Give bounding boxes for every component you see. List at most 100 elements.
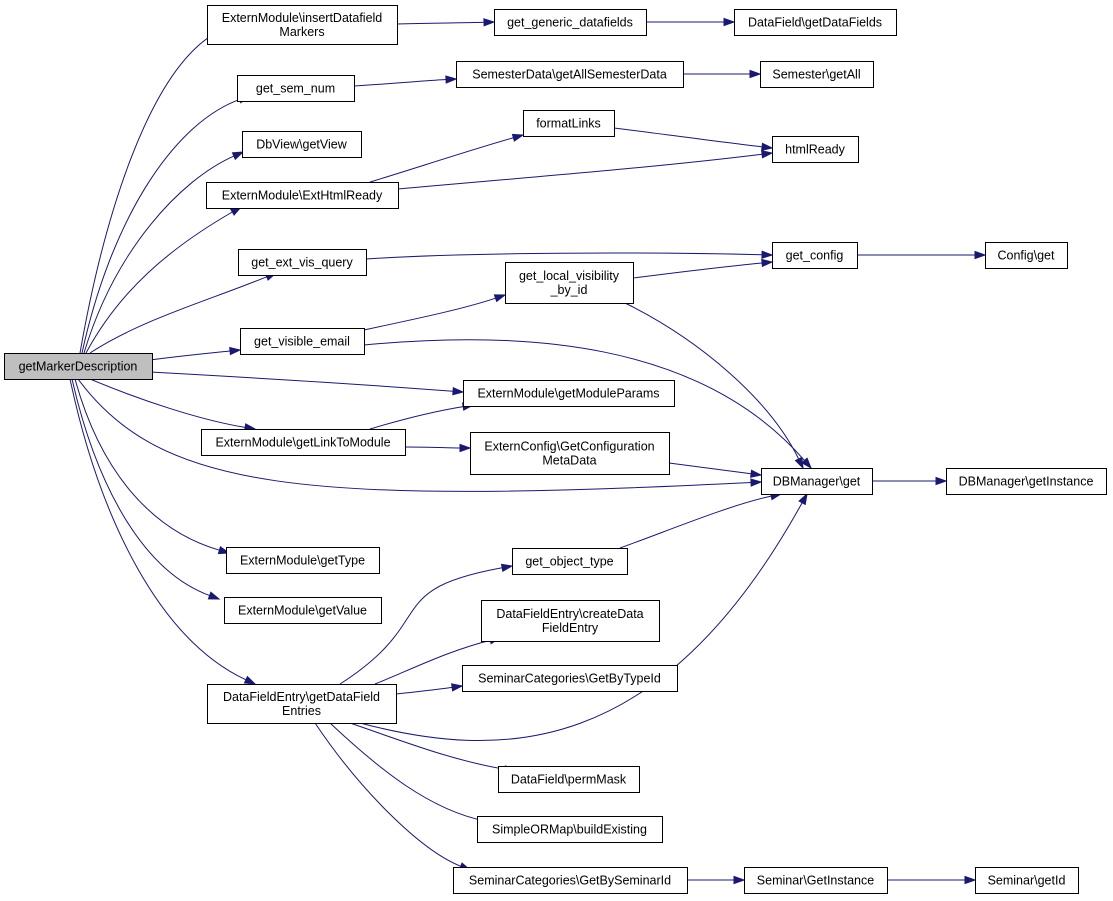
node-box[interactable] bbox=[734, 9, 897, 36]
node-label: SimpleORMap\buildExisting bbox=[492, 823, 647, 837]
arrowhead bbox=[798, 492, 808, 506]
node-n_getconfig[interactable]: get_config bbox=[772, 242, 858, 269]
node-n_visemail[interactable]: get_visible_email bbox=[240, 328, 365, 355]
node-label: get_object_type bbox=[525, 555, 613, 569]
node-box[interactable] bbox=[477, 816, 663, 843]
node-label: DataFieldEntry\getDataField bbox=[223, 690, 380, 704]
node-n_dbview[interactable]: DbView\getView bbox=[242, 131, 362, 158]
node-box[interactable] bbox=[744, 867, 888, 894]
node-n_permmask[interactable]: DataField\permMask bbox=[498, 766, 640, 793]
node-n_htmlready[interactable]: htmlReady bbox=[772, 136, 859, 163]
node-n_gettype[interactable]: ExternModule\getType bbox=[226, 547, 380, 574]
node-n_semcatbytype[interactable]: SeminarCategories\GetByTypeId bbox=[462, 665, 678, 692]
node-label: DataField\permMask bbox=[511, 773, 627, 787]
edge-line bbox=[71, 378, 210, 597]
node-n_semdata[interactable]: SemesterData\getAllSemesterData bbox=[456, 61, 684, 88]
node-root[interactable]: getMarkerDescription bbox=[4, 353, 153, 380]
node-box[interactable] bbox=[453, 867, 688, 894]
node-n_linkmod[interactable]: ExternModule\getLinkToModule bbox=[201, 429, 406, 456]
arrowhead bbox=[761, 150, 774, 159]
edge-n_semdata-to-n_semgetall bbox=[683, 69, 762, 79]
node-n_semcatbysem[interactable]: SeminarCategories\GetBySeminarId bbox=[453, 867, 688, 894]
edge-line bbox=[83, 155, 235, 354]
node-box[interactable] bbox=[470, 432, 670, 475]
edge-n_semcatbysem-to-n_seminst bbox=[687, 875, 746, 885]
node-n_semgetall[interactable]: Semester\getAll bbox=[760, 61, 874, 88]
node-box[interactable] bbox=[494, 9, 647, 36]
node-box[interactable] bbox=[237, 75, 355, 102]
node-n_dbget[interactable]: DBManager\get bbox=[761, 468, 873, 495]
node-box[interactable] bbox=[761, 468, 873, 495]
edge-line bbox=[624, 302, 800, 460]
node-label: MetaData bbox=[542, 454, 596, 468]
edge-root-to-n_dbget bbox=[77, 378, 763, 492]
node-n_formatlinks[interactable]: formatLinks bbox=[523, 110, 615, 137]
edge-n_getconfig-to-n_configget bbox=[857, 250, 987, 260]
node-box[interactable] bbox=[238, 249, 367, 276]
node-n_configget[interactable]: Config\get bbox=[985, 242, 1068, 269]
edge-line bbox=[404, 446, 461, 449]
edge-line bbox=[349, 722, 506, 770]
edge-line bbox=[314, 722, 461, 867]
edge-root-to-n_gettype bbox=[74, 378, 231, 555]
edge-line bbox=[396, 21, 485, 25]
node-box[interactable] bbox=[523, 110, 615, 137]
node-box[interactable] bbox=[226, 547, 380, 574]
node-box[interactable] bbox=[463, 380, 675, 407]
edge-root-to-n_semnum bbox=[81, 95, 251, 354]
call-graph-nodes: getMarkerDescription ExternModule\insertD… bbox=[4, 5, 1107, 894]
arrowhead bbox=[243, 675, 257, 685]
node-box[interactable] bbox=[240, 328, 365, 355]
node-n_extvis[interactable]: get_ext_vis_query bbox=[238, 249, 367, 276]
node-n_semnum[interactable]: get_sem_num bbox=[237, 75, 355, 102]
node-box[interactable] bbox=[975, 867, 1079, 894]
node-box[interactable] bbox=[505, 262, 634, 304]
edge-line bbox=[363, 339, 805, 461]
edge-root-to-n_dfentries bbox=[69, 378, 257, 685]
node-box[interactable] bbox=[206, 182, 399, 209]
node-box[interactable] bbox=[242, 131, 362, 158]
edge-n_extconfig-to-n_dbget bbox=[668, 462, 763, 478]
node-n_semgetid[interactable]: Seminar\getId bbox=[975, 867, 1079, 894]
node-n_buildexist[interactable]: SimpleORMap\buildExisting bbox=[477, 816, 663, 843]
node-box[interactable] bbox=[224, 597, 382, 624]
node-n_seminst[interactable]: Seminar\GetInstance bbox=[744, 867, 888, 894]
node-box[interactable] bbox=[456, 61, 684, 88]
node-n_dbinst[interactable]: DBManager\getInstance bbox=[946, 468, 1107, 495]
edge-n_insert-to-n_generic bbox=[396, 18, 496, 27]
node-box[interactable] bbox=[772, 242, 858, 269]
node-n_dfgetdf[interactable]: DataField\getDataFields bbox=[734, 9, 897, 36]
node-box[interactable] bbox=[498, 766, 640, 793]
node-n_modparams[interactable]: ExternModule\getModuleParams bbox=[463, 380, 675, 407]
node-box[interactable] bbox=[207, 5, 398, 45]
edge-n_formatlinks-to-n_htmlready bbox=[613, 127, 774, 151]
node-n_getvalue[interactable]: ExternModule\getValue bbox=[224, 597, 382, 624]
node-box[interactable] bbox=[772, 136, 859, 163]
node-box[interactable] bbox=[462, 665, 678, 692]
node-box[interactable] bbox=[207, 684, 397, 724]
arrowhead bbox=[761, 250, 774, 259]
arrowhead bbox=[483, 18, 496, 27]
arrowhead bbox=[500, 563, 514, 573]
node-box[interactable] bbox=[760, 61, 874, 88]
node-label: Config\get bbox=[998, 249, 1056, 263]
node-n_objtype[interactable]: get_object_type bbox=[512, 548, 628, 575]
node-box[interactable] bbox=[4, 353, 153, 380]
node-n_localvis[interactable]: get_local_visibility_by_id bbox=[505, 262, 634, 304]
arrowhead bbox=[493, 294, 507, 303]
node-box[interactable] bbox=[201, 429, 406, 456]
node-box[interactable] bbox=[985, 242, 1068, 269]
node-box[interactable] bbox=[512, 548, 628, 575]
node-n_generic[interactable]: get_generic_datafields bbox=[494, 9, 647, 36]
edge-n_dbget-to-n_dbinst bbox=[872, 476, 948, 486]
node-box[interactable] bbox=[481, 600, 660, 642]
node-n_exthtml[interactable]: ExternModule\ExtHtmlReady bbox=[206, 182, 399, 209]
edge-line bbox=[329, 722, 486, 822]
node-label: get_generic_datafields bbox=[507, 16, 633, 30]
node-box[interactable] bbox=[946, 468, 1107, 495]
